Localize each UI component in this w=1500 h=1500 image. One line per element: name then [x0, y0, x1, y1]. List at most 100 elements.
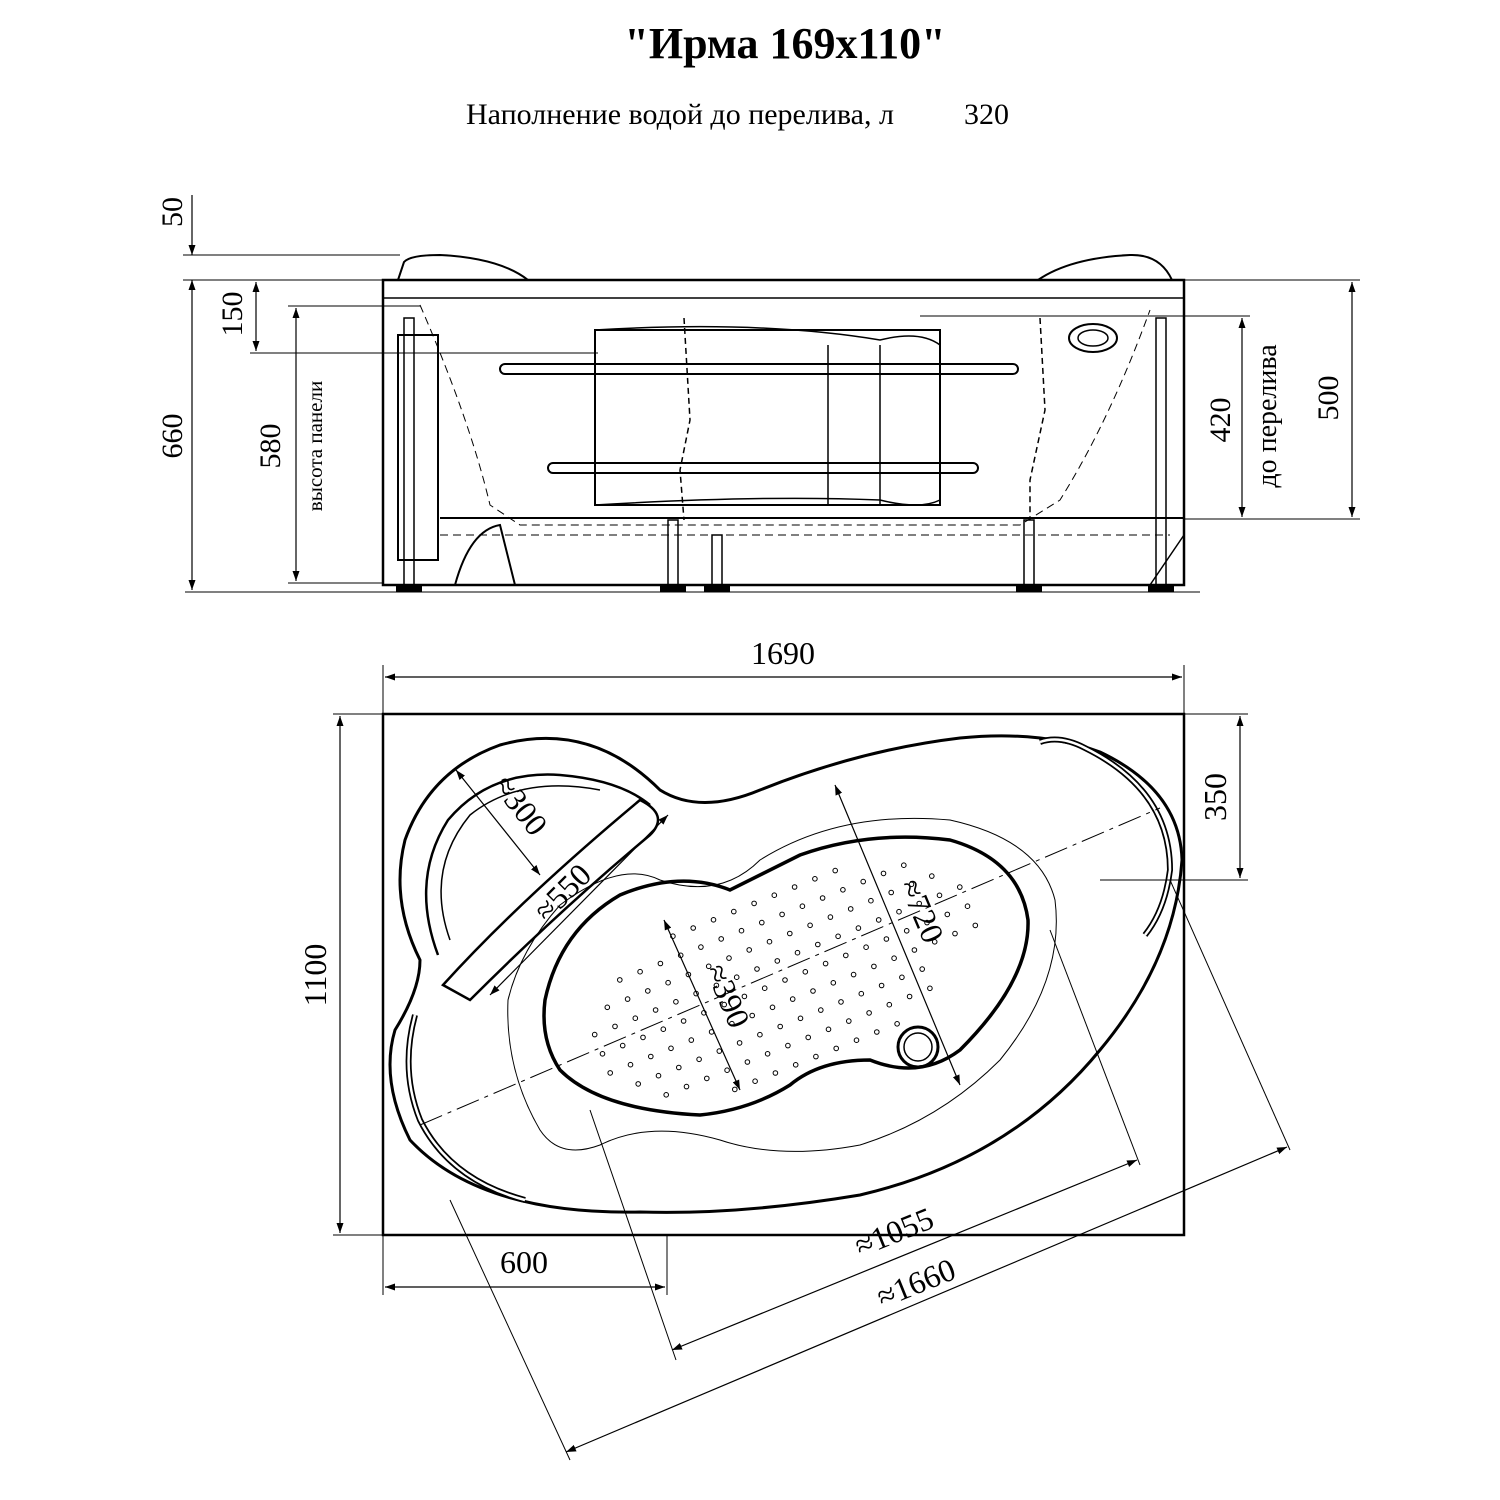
- jet-hole: [746, 947, 753, 953]
- jet-hole: [718, 936, 725, 942]
- jet-hole: [771, 892, 778, 899]
- jet-hole: [896, 908, 902, 915]
- jet-hole: [866, 1010, 872, 1016]
- jet-hole: [635, 1081, 642, 1087]
- side-panel-left: [397, 334, 439, 561]
- jet-hole: [627, 1061, 634, 1068]
- jet-hole: [599, 1051, 606, 1057]
- jet-hole: [819, 895, 826, 901]
- jet-hole: [761, 985, 768, 992]
- jet-hole: [617, 977, 623, 983]
- dim-600: 600: [500, 1244, 548, 1280]
- jet-hole: [693, 990, 699, 997]
- jet-hole: [787, 930, 793, 937]
- jet-hole: [807, 922, 813, 929]
- tub-side-body: [381, 278, 1186, 587]
- dim-390: ≈390: [699, 958, 758, 1032]
- jet-hole: [924, 919, 930, 926]
- jet-hole: [752, 1078, 758, 1084]
- jet-hole: [648, 1053, 654, 1060]
- jet-hole: [741, 993, 748, 1000]
- jet-hole: [853, 1037, 860, 1043]
- jet-hole: [802, 969, 809, 975]
- jet-hole: [704, 1075, 710, 1082]
- fill-volume-label: Наполнение водой до перелива, л: [466, 98, 894, 131]
- jet-hole: [797, 1015, 804, 1022]
- jet-hole: [772, 1070, 779, 1076]
- jet-hole: [663, 1092, 670, 1098]
- dim-300: ≈300: [486, 768, 555, 842]
- jet-hole: [726, 955, 732, 961]
- jet-hole: [822, 960, 829, 967]
- jet-hole: [624, 996, 631, 1002]
- jet-hole: [929, 873, 935, 879]
- jet-hole: [607, 1070, 614, 1076]
- jet-hole: [685, 971, 692, 978]
- jet-hole: [612, 1023, 618, 1030]
- jet-hole: [637, 968, 643, 975]
- jet-hole: [645, 988, 651, 994]
- jet-hole: [891, 955, 897, 962]
- jet-hole: [731, 908, 737, 915]
- jet-hole: [716, 1048, 723, 1054]
- jet-hole: [736, 1040, 743, 1046]
- frame-rail-upper: [499, 363, 1019, 375]
- jet-hole: [846, 1018, 852, 1024]
- jet-hole: [952, 930, 958, 937]
- jet-hole: [830, 980, 837, 986]
- jet-hole: [927, 985, 933, 992]
- jet-hole: [677, 952, 684, 959]
- jet-hole: [894, 1021, 900, 1027]
- jet-hole: [812, 876, 818, 882]
- jet-hole: [591, 1031, 598, 1038]
- jet-hole: [850, 971, 857, 978]
- jet-hole: [810, 988, 816, 994]
- jet-hole: [732, 1086, 738, 1093]
- headrest-right: [1037, 253, 1173, 281]
- jet-hole: [698, 944, 704, 950]
- jet-hole: [944, 911, 951, 918]
- dim-580: 580: [254, 424, 287, 469]
- jet-hole: [652, 1007, 659, 1013]
- jet-hole: [670, 933, 676, 940]
- jet-hole: [838, 999, 844, 1005]
- jet-hole: [818, 1007, 824, 1013]
- dim-1100: 1100: [297, 944, 333, 1007]
- jet-hole: [791, 884, 798, 890]
- jet-hole: [604, 1004, 611, 1011]
- jet-hole: [655, 1072, 662, 1079]
- dim-550: ≈550: [526, 856, 598, 928]
- fill-volume-row: Наполнение водой до перелива, л 320: [466, 98, 1009, 132]
- bowl-rim: [388, 734, 1184, 1214]
- jet-hole: [908, 881, 915, 888]
- jet-hole: [680, 1018, 687, 1024]
- jet-hole: [777, 1023, 784, 1030]
- jet-hole: [729, 1020, 735, 1027]
- jet-hole: [738, 927, 745, 934]
- jet-hole: [827, 914, 834, 920]
- jet-hole: [874, 1029, 880, 1035]
- jet-hole: [733, 974, 740, 981]
- jet-hole: [899, 974, 905, 981]
- side-view-dimensions: 50 660 150 580 высота панели 420 до пере…: [156, 197, 1345, 511]
- jet-hole: [871, 963, 877, 970]
- jet-hole: [640, 1034, 646, 1041]
- drawing-title: "Ирма 169x110": [624, 19, 946, 68]
- jet-hole: [878, 982, 885, 989]
- jet-hole: [766, 938, 773, 945]
- fill-volume-value: 320: [963, 98, 1009, 131]
- jet-hole: [782, 977, 788, 983]
- jet-hole: [911, 947, 918, 953]
- jet-hole: [774, 958, 781, 964]
- jet-hole: [690, 925, 697, 931]
- jet-hole: [769, 1004, 776, 1011]
- jet-hole: [886, 1001, 893, 1008]
- jet-hole: [757, 1031, 763, 1038]
- jet-hole: [764, 1051, 771, 1057]
- jet-hole: [632, 1015, 639, 1022]
- jet-hole: [668, 1045, 674, 1052]
- jet-hole: [676, 1064, 682, 1071]
- top-view: [333, 665, 1291, 1461]
- jet-hole: [751, 900, 757, 907]
